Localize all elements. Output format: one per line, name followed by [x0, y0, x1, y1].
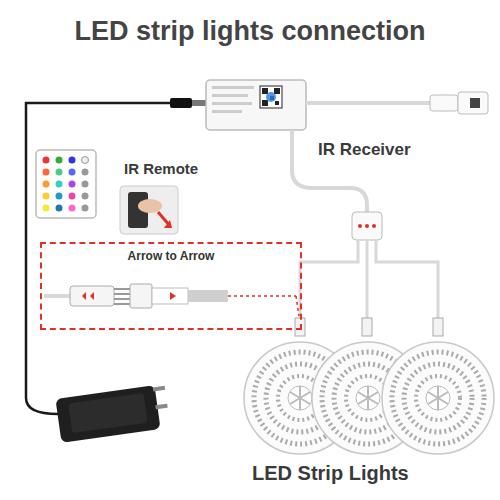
- power-adapter: [55, 385, 167, 442]
- dc-plug: [170, 98, 192, 108]
- female-connector: [430, 92, 488, 114]
- led-reel: [382, 342, 494, 454]
- splitter: [352, 212, 382, 240]
- split-wire: [376, 240, 438, 326]
- dc-plug-tip: [192, 100, 206, 106]
- controller-box: [206, 80, 306, 130]
- receiver-cable: [306, 101, 430, 105]
- connector-detail: [44, 284, 299, 316]
- diagram-title: LED strip lights connection: [0, 16, 500, 47]
- press-illustration: [120, 186, 178, 234]
- split-wire: [366, 240, 369, 326]
- split-wire: [300, 240, 358, 326]
- callout-box: Arrow to Arrow: [40, 242, 302, 330]
- part-label: IR Remote: [124, 160, 198, 177]
- part-label: LED Strip Lights: [252, 462, 409, 485]
- box-text: Arrow to Arrow: [42, 244, 300, 263]
- ir-remote: [36, 150, 96, 218]
- part-label: IR Receiver: [318, 140, 411, 160]
